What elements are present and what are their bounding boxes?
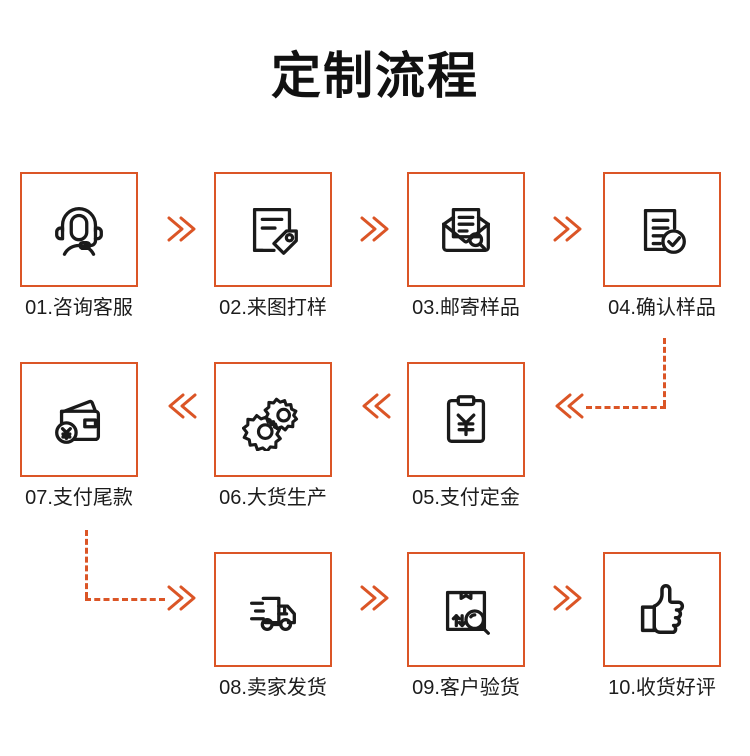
page-title: 定制流程 [271, 48, 479, 104]
step-10-label: 10.收货好评 [608, 677, 716, 699]
step-05-pay-deposit[interactable]: 05.支付定金 [407, 362, 525, 510]
step-07-label: 07.支付尾款 [25, 487, 133, 509]
step-02-design-sample[interactable]: 02.来图打样 [214, 172, 332, 320]
step-02-label: 02.来图打样 [219, 297, 327, 319]
step-03-label: 03.邮寄样品 [412, 297, 520, 319]
step-01-icon-box[interactable] [20, 172, 138, 287]
step-03-icon-box[interactable] [407, 172, 525, 287]
connector-row2-to-row3-horizontal [85, 598, 165, 601]
connector-row2-to-row3-vertical [85, 530, 88, 598]
clipboard-yuan-icon [435, 389, 497, 451]
envelope-mail-document-icon [435, 199, 497, 261]
step-08-label: 08.卖家发货 [219, 677, 327, 699]
delivery-truck-icon [242, 579, 304, 641]
step-06-bulk-production[interactable]: 06.大货生产 [214, 362, 332, 510]
step-05-icon-box[interactable] [407, 362, 525, 477]
step-02-icon-box[interactable] [214, 172, 332, 287]
arrow-02-to-03-icon [353, 209, 393, 249]
step-04-confirm-sample[interactable]: 04.确认样品 [603, 172, 721, 320]
step-08-seller-ship[interactable]: 08.卖家发货 [214, 552, 332, 700]
arrow-06-to-07-icon [164, 386, 204, 426]
step-09-customer-inspect[interactable]: 09.客户验货 [407, 552, 525, 700]
wallet-yuan-icon [48, 389, 110, 451]
arrow-08-to-09-icon [353, 578, 393, 618]
step-05-label: 05.支付定金 [412, 487, 520, 509]
arrow-09-to-10-icon [546, 578, 586, 618]
step-09-icon-box[interactable] [407, 552, 525, 667]
step-10-receive-review[interactable]: 10.收货好评 [603, 552, 721, 700]
headset-customer-service-icon [48, 199, 110, 261]
step-04-label: 04.确认样品 [608, 297, 716, 319]
arrow-07-to-08-icon [160, 578, 200, 618]
box-magnifier-inspect-icon [435, 579, 497, 641]
step-01-consult-service[interactable]: 01.咨询客服 [20, 172, 138, 320]
step-06-icon-box[interactable] [214, 362, 332, 477]
step-08-icon-box[interactable] [214, 552, 332, 667]
step-04-icon-box[interactable] [603, 172, 721, 287]
arrow-01-to-02-icon [160, 209, 200, 249]
step-09-label: 09.客户验货 [412, 677, 520, 699]
step-07-icon-box[interactable] [20, 362, 138, 477]
step-10-icon-box[interactable] [603, 552, 721, 667]
connector-row1-to-row2-vertical [663, 338, 666, 406]
arrow-04-to-05-icon [551, 386, 591, 426]
arrow-05-to-06-icon [358, 386, 398, 426]
thumbs-up-icon [631, 579, 693, 641]
gears-production-icon [242, 389, 304, 451]
step-06-label: 06.大货生产 [219, 487, 327, 509]
step-07-pay-balance[interactable]: 07.支付尾款 [20, 362, 138, 510]
step-01-label: 01.咨询客服 [25, 297, 133, 319]
connector-row1-to-row2-horizontal [586, 406, 666, 409]
document-check-icon [631, 199, 693, 261]
arrow-03-to-04-icon [546, 209, 586, 249]
step-03-mail-sample[interactable]: 03.邮寄样品 [407, 172, 525, 320]
document-tag-sample-icon [242, 199, 304, 261]
